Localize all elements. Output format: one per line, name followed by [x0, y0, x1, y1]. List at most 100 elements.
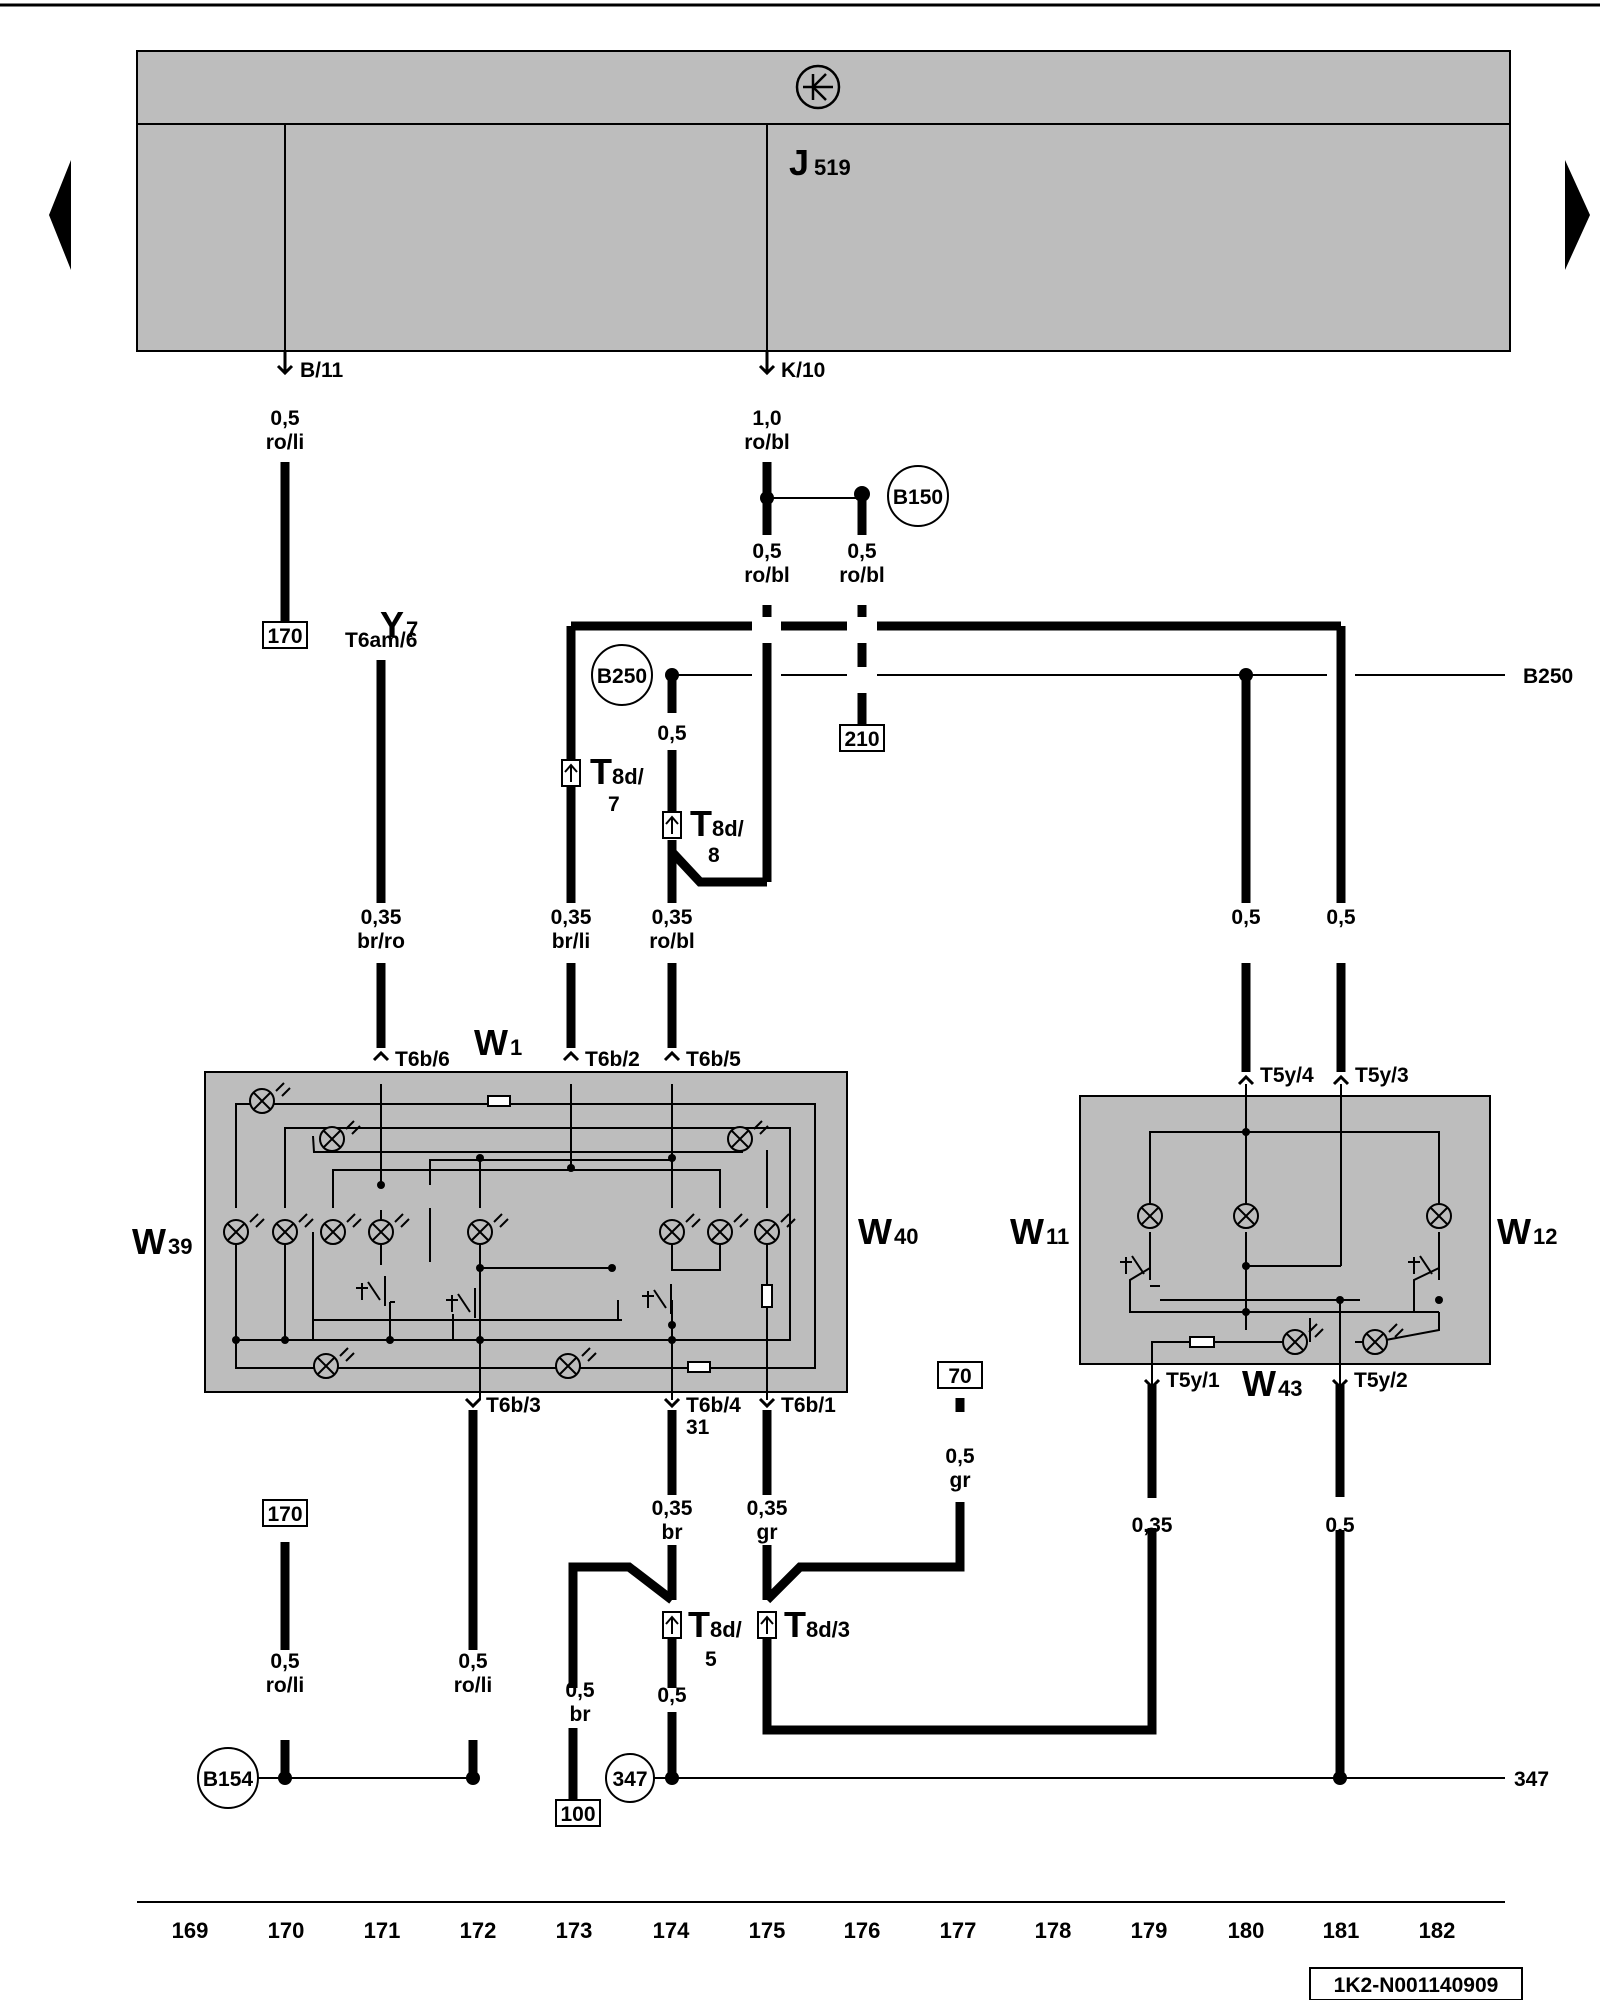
line-reference-label: B250: [1523, 665, 1573, 688]
lamp-icon: [223, 1213, 265, 1245]
wire-color-label: ro/bl: [744, 431, 790, 454]
pin-markers: [276, 364, 1350, 1409]
reference-box: [839, 724, 885, 752]
column-number: 174: [653, 1918, 690, 1943]
connector-label: T8d/: [690, 803, 744, 844]
column-number: 176: [844, 1918, 881, 1943]
wire-size-label: 0,5: [657, 1684, 687, 1707]
connector-label: T8d/3: [784, 1604, 850, 1645]
lamp-icon: [249, 1082, 291, 1114]
lamp-icon: [555, 1347, 597, 1379]
control-unit-symbol-icon: [795, 64, 841, 110]
connector-label: 7: [608, 793, 620, 816]
pin-label: T6b/1: [781, 1394, 836, 1417]
lamp-icon: [1426, 1203, 1452, 1229]
connector-label: 8: [708, 844, 720, 867]
wire-color-label: ro/li: [266, 1674, 305, 1697]
column-number: 179: [1131, 1918, 1168, 1943]
reference-box-label: 210: [844, 728, 879, 751]
component-label: W11: [1010, 1211, 1069, 1252]
lamp-icon: [272, 1213, 314, 1245]
pin-label: T5y/2: [1354, 1369, 1408, 1392]
wire-size-label: 0,35: [747, 1497, 788, 1520]
lamp-housing-w11-w12: [1079, 1084, 1491, 1385]
lamp-icons: [1137, 1203, 1452, 1355]
wire-color-label: ro/li: [454, 1674, 493, 1697]
lamp-icon: [727, 1120, 769, 1152]
wire-size-label: 0,5: [752, 540, 782, 563]
wire-color-label: br: [570, 1703, 591, 1726]
wire-size-label: 0,5: [1326, 906, 1356, 929]
wire-size-label: 0,35: [551, 906, 592, 929]
wire-size-label: 0,5: [945, 1445, 975, 1468]
reference-box-label: 100: [560, 1803, 595, 1826]
component-label: W40: [858, 1211, 918, 1252]
wire-size-label: 0,5: [565, 1679, 595, 1702]
component-label: Y7: [380, 604, 418, 645]
splice-label: B250: [597, 665, 647, 688]
splice-b154-icon: [197, 1747, 259, 1809]
wire-color-label: br/li: [552, 930, 591, 953]
connector-t8d-7-icon: [561, 759, 581, 787]
lamp-icon: [320, 1213, 362, 1245]
lamp-icon: [467, 1213, 509, 1245]
column-number: 171: [364, 1918, 401, 1943]
splice-b250-icon: [591, 644, 653, 706]
next-page-arrow[interactable]: [1565, 160, 1590, 270]
component-label: T6am/6: [345, 629, 417, 652]
connector-label: 5: [705, 1648, 717, 1671]
column-number: 173: [556, 1918, 593, 1943]
pin-label: T5y/3: [1355, 1064, 1409, 1087]
reference-box: [262, 1499, 308, 1527]
wire-color-label: ro/bl: [839, 564, 885, 587]
wire-size-label: 0,35: [361, 906, 402, 929]
wire-size-label: 0,35: [652, 906, 693, 929]
ground-label: 347: [612, 1768, 647, 1791]
pin-label: T6b/2: [585, 1048, 640, 1071]
column-number: 178: [1035, 1918, 1072, 1943]
pin-label: K/10: [781, 359, 825, 382]
column-number: 180: [1228, 1918, 1265, 1943]
ground-347-icon: [605, 1753, 655, 1803]
wire-size-label: 0,35: [1132, 1514, 1173, 1537]
column-number: 169: [172, 1918, 209, 1943]
lamp-icon: [1362, 1323, 1404, 1355]
wire-size-label: 0,5: [270, 1650, 300, 1673]
wire-color-label: gr: [950, 1469, 971, 1492]
wire-size-label: 0,5: [458, 1650, 488, 1673]
reference-box: [262, 621, 308, 649]
splice-label: B154: [203, 1768, 254, 1791]
wire-size-label: 0,5: [657, 722, 687, 745]
connector-t8d-5-icon: [662, 1611, 682, 1639]
wire-color-label: gr: [757, 1521, 778, 1544]
pin-label: T6b/3: [486, 1394, 541, 1417]
reference-box-label: 170: [267, 625, 302, 648]
lamp-housing-w1: [204, 1071, 848, 1400]
reference-box: [937, 1361, 983, 1389]
wire-color-label: ro/li: [266, 431, 305, 454]
wire-size-label: 1,0: [752, 407, 781, 430]
column-number: 172: [460, 1918, 497, 1943]
column-number: 170: [268, 1918, 305, 1943]
previous-page-arrow[interactable]: [49, 160, 71, 270]
connector-t8d-3-icon: [757, 1611, 777, 1639]
lamp-icon: [313, 1347, 355, 1379]
lamp-icon: [707, 1213, 749, 1245]
wire-color-label: ro/bl: [649, 930, 695, 953]
lamp-icon: [659, 1213, 701, 1245]
lamp-icon: [754, 1213, 796, 1245]
lamp-icon: [1282, 1323, 1324, 1355]
splice-b150-icon: [887, 465, 949, 527]
wire-size-label: 0,5: [847, 540, 877, 563]
connector-t8d-8-icon: [662, 811, 682, 839]
pin-label: B/11: [300, 359, 344, 382]
column-number: 177: [940, 1918, 977, 1943]
component-label: W39: [132, 1221, 192, 1262]
column-number: 175: [749, 1918, 786, 1943]
